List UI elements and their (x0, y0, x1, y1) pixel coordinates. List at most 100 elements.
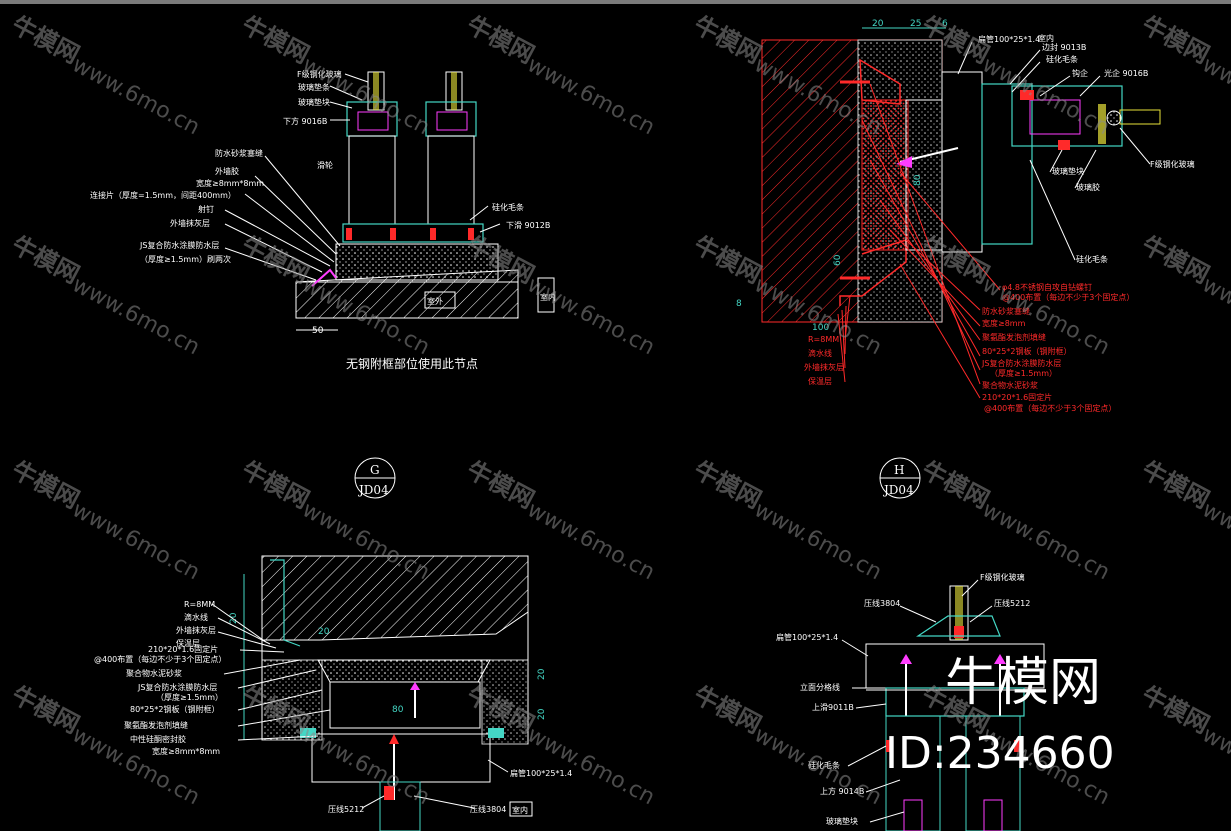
watermark-url: www.6mo.cn (68, 272, 204, 360)
watermark-brand: 牛模网 (462, 11, 539, 70)
label-bl-width: 宽度≥8mm*8mm (152, 746, 220, 756)
detail-caption: 无钢附框部位使用此节点 (346, 356, 478, 371)
watermark-brand: 牛模网 (237, 231, 314, 290)
dim-bl-80: 80 (392, 705, 404, 715)
label-bl-steel-plate: 80*25*2钢板（钢附框） (130, 704, 219, 714)
watermark-brand: 牛模网 (237, 456, 314, 515)
watermark-brand: 牛模网 (7, 456, 84, 515)
label-bl-fixing: 210*20*1.6固定片 (148, 644, 218, 654)
watermark-brand: 牛模网 (237, 11, 314, 70)
watermark-brand: 牛模网 (917, 456, 994, 515)
label-plaster: 外墙抹灰层 (170, 218, 210, 228)
label-nail: 射钉 (198, 204, 214, 214)
watermark-url: www.6mo.cn (298, 722, 434, 810)
label-hook: 钩企 (1072, 68, 1088, 78)
label-br-flat-tube: 扁管100*25*1.4 (776, 632, 838, 642)
label-connector: 连接片（厚度=1.5mm，间距400mm） (90, 190, 236, 200)
label-br-top-9014b: 上方 9014B (820, 786, 864, 796)
watermark-brand: 牛模网 (7, 681, 84, 740)
dim-25: 25 (910, 19, 921, 29)
label-r-width: 宽度≥8mm (982, 318, 1026, 328)
watermark-url: www.6mo.cn (68, 497, 204, 585)
label-bl-press-5212: 压线5212 (328, 804, 364, 814)
dim-60: 60 (833, 254, 843, 266)
label-bottom-track: 下滑 9012B (506, 220, 550, 230)
watermark-url: www.6mo.cn (1198, 272, 1231, 360)
label-glass-block: 玻璃垫块 (298, 97, 330, 107)
symbol-g-letter: G (370, 463, 380, 477)
watermark-brand-large: 牛模网 (945, 653, 1101, 713)
label-r-foam: 聚氨酯发泡剂填缝 (982, 332, 1046, 342)
label-glass: F级钢化玻璃 (297, 69, 342, 79)
watermark-brand: 牛模网 (689, 456, 766, 515)
watermark-url: www.6mo.cn (978, 52, 1114, 140)
label-br-glass: F级钢化玻璃 (980, 572, 1025, 582)
label-r-drip: 滴水线 (808, 348, 832, 358)
label-glass-block-tr: 玻璃垫块 (1052, 166, 1084, 176)
dim-100: 100 (812, 323, 829, 333)
label-mortar-fill: 防水砂浆塞缝 (215, 148, 263, 158)
label-weatherstrip-tr2: 硅化毛条 (1076, 254, 1108, 264)
label-weatherstrip-tr: 硅化毛条 (1046, 54, 1078, 64)
watermark-url: www.6mo.cn (298, 52, 434, 140)
watermark-brand: 牛模网 (689, 681, 766, 740)
label-outdoor: 室外 (427, 296, 443, 306)
watermark-url: www.6mo.cn (750, 722, 886, 810)
symbol-g-ref: JD04 (357, 483, 389, 497)
label-r-js: JS复合防水涂膜防水层 (981, 358, 1061, 368)
dim-bl-20c: 20 (537, 668, 547, 680)
dim-50: 50 (312, 326, 324, 336)
label-bl-drip: 滴水线 (184, 612, 208, 622)
watermark-url: www.6mo.cn (750, 497, 886, 585)
label-width: 宽度≥8mm*8mm (196, 178, 264, 188)
watermark-url: www.6mo.cn (523, 497, 659, 585)
label-r-js-thickness: （厚度≥1.5mm） (990, 368, 1057, 378)
label-js-waterproof: JS复合防水涂膜防水层 (139, 240, 219, 250)
watermark-url: www.6mo.cn (523, 272, 659, 360)
section-symbol-h: H JD04 (879, 457, 921, 499)
label-r-fixing-spacing: @400布置（每边不少于3个固定点） (984, 403, 1116, 413)
label-br-press-3804: 压线3804 (864, 598, 900, 608)
label-r-fixing: 210*20*1.6固定片 (982, 392, 1052, 402)
dim-8: 8 (736, 299, 742, 309)
label-br-press-5212: 压线5212 (994, 598, 1030, 608)
label-bl-fixing-spacing: @400布置（每边不少于3个固定点） (94, 654, 226, 664)
dim-bl-20a: 20 (229, 612, 239, 624)
label-indoor-tag: 室内 (1038, 33, 1054, 43)
label-glass-glue: 玻璃胶 (1076, 182, 1100, 192)
label-br-weatherstrip: 硅化毛条 (808, 760, 840, 770)
label-bl-js: JS复合防水涂膜防水层 (137, 682, 217, 692)
label-r-steel-plate: 80*25*2钢板（钢附框） (982, 346, 1071, 356)
label-bl-flat-tube: 扁管100*25*1.4 (510, 768, 572, 778)
detail-bottom-left: G JD04 20 20 20 80 20 (94, 457, 572, 831)
label-js-thickness: （厚度≥1.5mm）刷两次 (140, 254, 231, 264)
label-br-grid-line: 立面分格线 (800, 682, 840, 692)
watermark-url: www.6mo.cn (1198, 722, 1231, 810)
watermark-id: ID:234660 (885, 728, 1115, 779)
dim-80: 80 (913, 174, 923, 186)
label-r-mortar: 防水砂浆塞缝 (982, 306, 1030, 316)
detail-top-left: 50 室外 室内 F级钢化玻璃 玻璃垫条 玻璃垫块 下方 9016B 防水砂浆塞… (90, 69, 556, 371)
watermark-brand: 牛模网 (462, 456, 539, 515)
symbol-h-ref: JD04 (882, 483, 914, 497)
label-pulley: 滑轮 (317, 160, 333, 170)
label-indoor: 室内 (540, 292, 556, 302)
label-bl-foam: 聚氨酯发泡剂填缝 (124, 720, 188, 730)
watermark-brand: 牛模网 (689, 231, 766, 290)
dim-bl-20b: 20 (318, 627, 330, 637)
label-r-polymer-mortar: 聚合物水泥砂浆 (982, 380, 1038, 390)
label-smooth-9016b: 光企 9016B (1104, 68, 1148, 78)
label-r-screw: φ4.8不锈钢自攻自钻螺钉 (1002, 282, 1092, 292)
watermark-url: www.6mo.cn (523, 722, 659, 810)
window-top-border (0, 0, 1231, 4)
